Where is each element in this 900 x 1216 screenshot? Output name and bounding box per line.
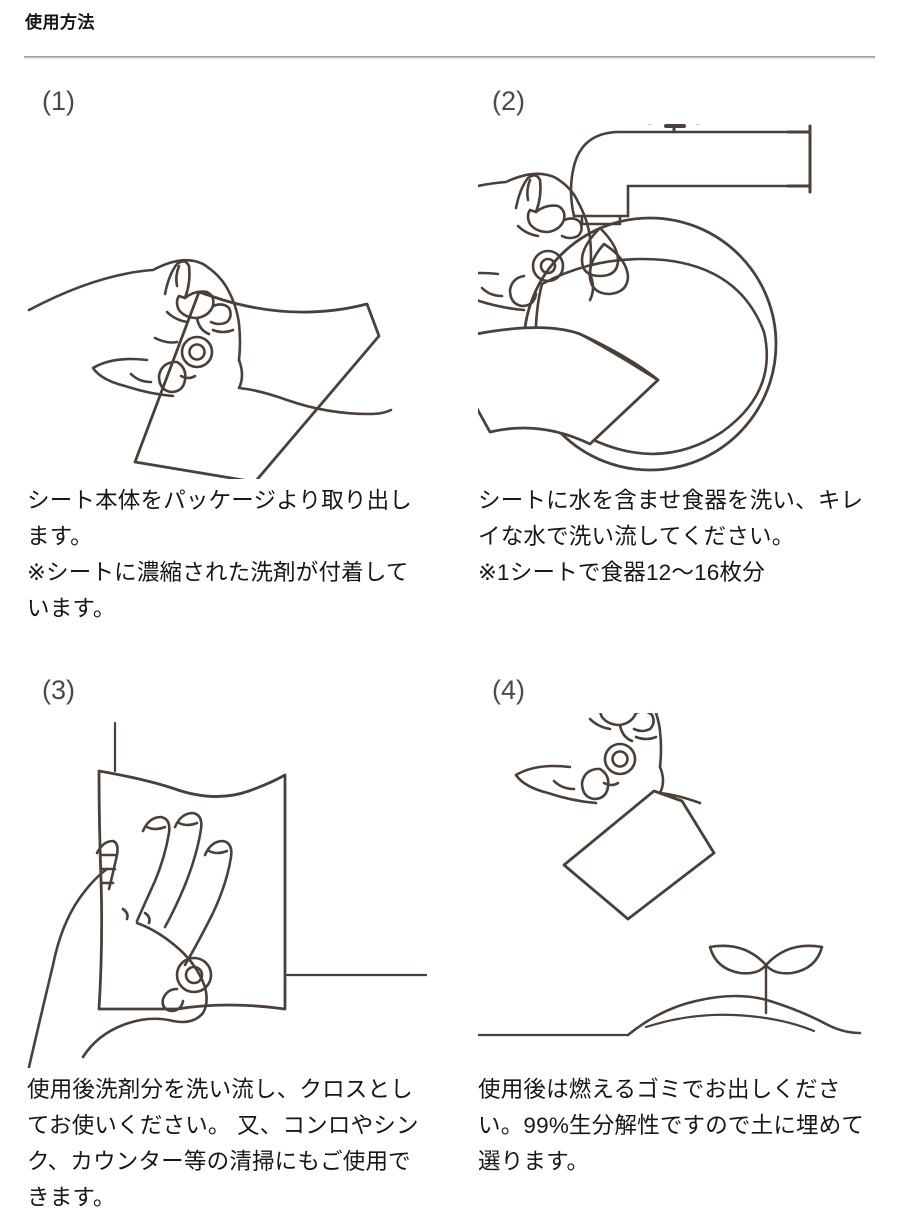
step-4-number: (4) bbox=[492, 675, 525, 705]
step-2-caption: シートに水を含ませ食器を洗い、キレイな水で洗い流してください。 ※1シートで食器… bbox=[478, 488, 864, 585]
step-2-illustration bbox=[478, 124, 878, 479]
step-3: (3) bbox=[0, 677, 450, 1216]
page-title: 使用方法 bbox=[25, 13, 95, 32]
steps-row-1: (1) bbox=[0, 88, 900, 627]
title-divider bbox=[24, 56, 875, 59]
step-3-number: (3) bbox=[42, 675, 75, 705]
step-3-illustration bbox=[27, 713, 427, 1068]
step-4-illustration bbox=[478, 713, 878, 1068]
step-1: (1) bbox=[0, 88, 450, 627]
step-4: (4) bbox=[450, 677, 900, 1216]
steps-grid: (1) bbox=[0, 88, 900, 1216]
step-2-number: (2) bbox=[492, 86, 525, 116]
step-1-number: (1) bbox=[42, 86, 75, 116]
step-1-caption: シート本体をパッケージより取り出します。 ※シートに濃縮された洗剤が付着していま… bbox=[27, 488, 413, 621]
step-3-caption: 使用後洗剤分を洗い流し、クロスとしてお使いください。 又、コンロやシンク、カウン… bbox=[27, 1077, 419, 1210]
step-2: (2) bbox=[450, 88, 900, 627]
steps-row-2: (3) bbox=[0, 677, 900, 1216]
step-1-illustration bbox=[27, 124, 427, 479]
step-4-caption: 使用後は燃えるゴミでお出しください。99%生分解性ですので土に埋めて選ります。 bbox=[478, 1077, 865, 1174]
